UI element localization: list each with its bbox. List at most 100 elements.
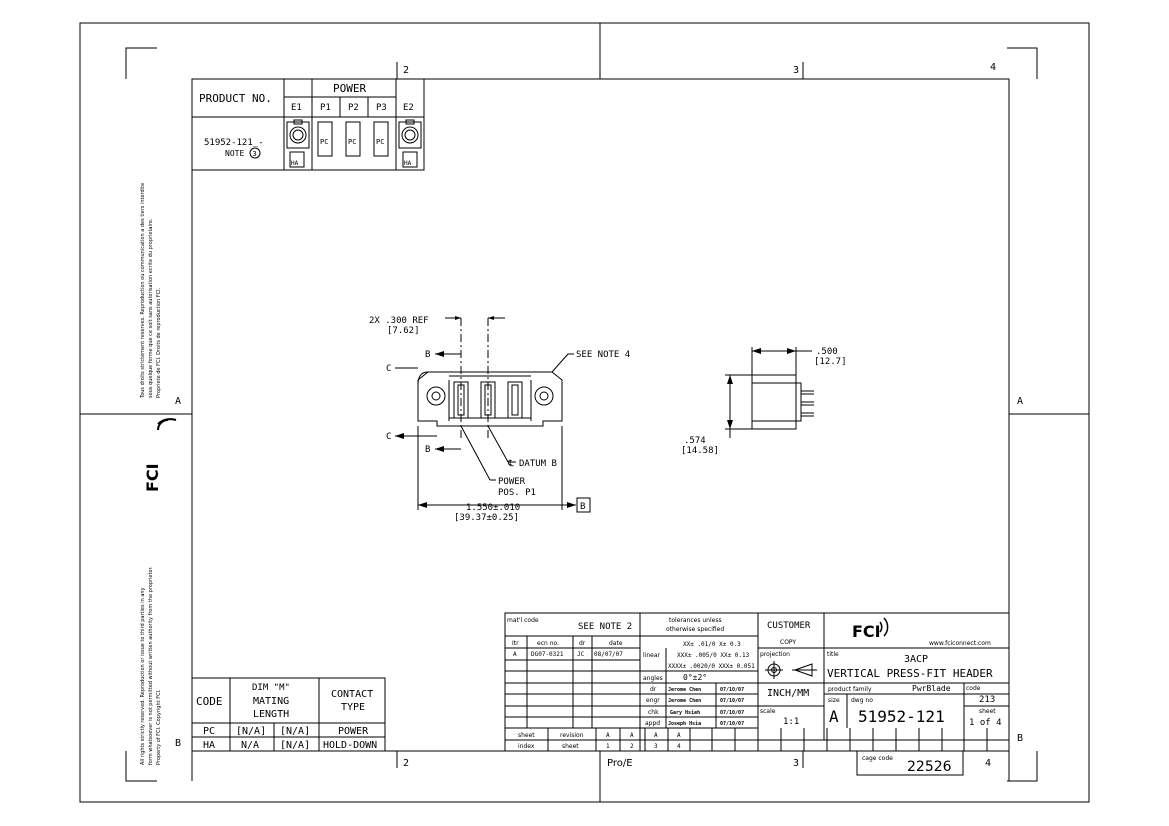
rev-letter-1: A (606, 732, 610, 739)
role-dr: dr (650, 686, 657, 693)
customer-label: CUSTOMER (767, 621, 811, 631)
title-line-1: 3ACP (904, 654, 928, 665)
title-line-2: VERTICAL PRESS-FIT HEADER (827, 667, 993, 680)
code-row-1-type: POWER (338, 726, 369, 737)
matl-code-label: mat'l code (507, 617, 539, 624)
contact-header: CONTACT (331, 689, 373, 700)
sheet-row-label: sheet (562, 743, 579, 750)
title-block-lines (504, 612, 1010, 776)
rev-header-dr: dr (579, 640, 586, 647)
product-family-value: PwrBlade (912, 684, 951, 693)
title-fci-logo: FCI (852, 622, 881, 641)
scale-value: 1:1 (783, 717, 799, 727)
datum-box-label: B (580, 502, 585, 512)
height-dimension: .574 (684, 436, 706, 446)
dim-m-header: DIM "M" (252, 683, 290, 693)
ref-dimension: 2X .300 REF (369, 316, 429, 326)
sheet-index-label-2: index (518, 743, 535, 750)
position-e2: E2 (403, 103, 414, 113)
width-dimension-mm: [39.37±0.25] (454, 513, 519, 523)
role-chk: chk (648, 709, 659, 716)
product-table (191, 78, 425, 171)
zone-right-a: A (1017, 396, 1023, 407)
linear-label: linear (643, 652, 661, 659)
width-dimension: 1.550±.010 (466, 503, 520, 513)
projection-label: projection (760, 651, 790, 658)
scale-label: scale (760, 708, 776, 715)
footprint-p-contacts (317, 121, 389, 157)
dwg-no-value: 51952-121 (858, 707, 945, 726)
position-p3: P3 (376, 103, 387, 113)
size-value: A (829, 707, 839, 726)
code-label: code (966, 685, 981, 692)
see-note-4: SEE NOTE 4 (576, 350, 630, 360)
pro-e-label: Pro/E (607, 758, 633, 769)
footprint-ha-left: HA (291, 160, 299, 167)
depth-dimension-mm: [12.7] (814, 357, 847, 367)
position-p2: P2 (348, 103, 359, 113)
part-number: 51952-121_- (204, 138, 264, 148)
zone-bottom-2: 2 (403, 758, 409, 769)
code-row-2-code: HA (203, 740, 215, 751)
zone-top-4: 4 (990, 62, 996, 73)
rev-row-ecn: DG07-0321 (531, 651, 564, 658)
tolerance-linear-3: XXXX± .0020/0 XXX± 0.051 (668, 663, 755, 670)
tolerance-linear-2: XXX± .005/0 XX± 0.13 (677, 652, 750, 659)
datum-b-label: DATUM B (519, 459, 557, 469)
projection-symbol-icon (765, 661, 817, 679)
side-logo-waves (157, 418, 177, 431)
sheet-label: sheet (979, 708, 996, 715)
size-label: size (828, 697, 840, 704)
type-header: TYPE (341, 702, 365, 713)
name-chk: Gary Hsieh (670, 710, 700, 716)
position-p1: P1 (320, 103, 331, 113)
rev-row-ltr: A (513, 651, 517, 658)
sheet-num-3: 3 (654, 743, 658, 750)
sheet-num-4: 4 (677, 743, 681, 750)
rev-letter-2: A (630, 732, 634, 739)
product-family-label: product family (828, 686, 872, 693)
footprint-e2 (398, 119, 422, 168)
cage-code-value: 22526 (907, 759, 952, 775)
part-note-number: 3 (253, 150, 257, 158)
rev-header-date: date (609, 640, 623, 647)
revision-label: revision (560, 732, 584, 739)
code-header: CODE (196, 695, 223, 708)
rev-header-ltr: Itr (512, 640, 519, 647)
footprint-e1 (286, 119, 310, 168)
zone-right-b: B (1017, 733, 1023, 744)
zone-top-3: 3 (793, 65, 799, 76)
units-label: INCH/MM (767, 688, 809, 699)
front-view (395, 316, 591, 513)
zone-bottom-4: 4 (985, 758, 991, 769)
section-b-bottom: B (425, 445, 430, 455)
product-no-header: PRODUCT NO. (199, 92, 272, 105)
code-row-2-mating: N/A (241, 740, 259, 751)
section-c-top: C (386, 364, 391, 374)
position-e1: E1 (291, 103, 302, 113)
name-appd: Joseph Hsia (668, 721, 701, 727)
code-row-2-length: [N/A] (280, 740, 310, 751)
code-value: 213 (979, 695, 995, 705)
angles-value: 0°±2° (683, 673, 707, 682)
date-engr: 07/10/07 (720, 698, 744, 704)
notice-english-3: Property of FCI. Copyright FCI. (156, 689, 162, 765)
notice-french-3: Propriete de FCI. Droits de reproduction… (156, 287, 162, 398)
role-engr: engr (646, 697, 660, 704)
notice-english-1: All rights strictly reserved. Reproducti… (140, 587, 146, 765)
footprint-pc-2: PC (348, 138, 356, 146)
tolerance-linear-1: XX± .01/0 X± 0.3 (683, 641, 741, 648)
notice-french-1: Tous droits strictement reserves. Reprod… (140, 183, 146, 399)
mating-header: MATING (253, 696, 289, 707)
title-logo-waves-icon (879, 617, 889, 637)
sheet-value: 1 of 4 (969, 718, 1002, 728)
zone-left-b: B (175, 738, 181, 749)
code-row-1-mating: [N/A] (236, 726, 266, 737)
ref-dimension-mm: [7.62] (387, 326, 420, 336)
role-appd: appd (645, 720, 660, 727)
zone-left-a: A (175, 396, 181, 407)
tolerance-label-1: tolerances unless (669, 617, 722, 624)
centerline-symbol: ℄ (507, 459, 514, 469)
sheet-num-2: 2 (630, 743, 634, 750)
